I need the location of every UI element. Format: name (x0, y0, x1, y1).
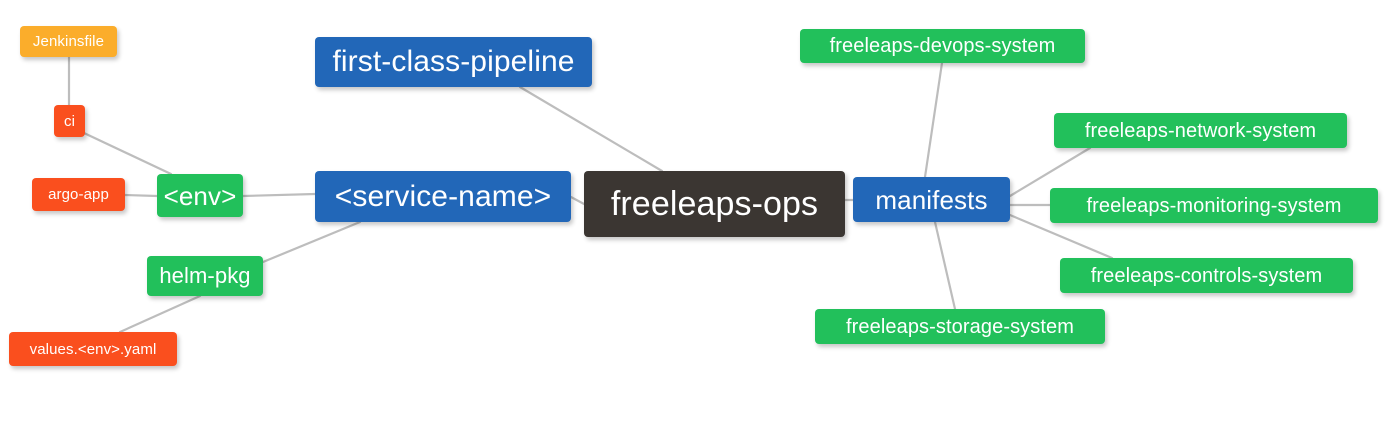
node-values-yaml[interactable]: values.<env>.yaml (9, 332, 177, 366)
node-root[interactable]: freeleaps-ops (584, 171, 845, 237)
node-manifests[interactable]: manifests (853, 177, 1010, 222)
node-service-name[interactable]: <service-name> (315, 171, 571, 222)
edge-root-service-name (569, 195, 586, 206)
node-helm-pkg[interactable]: helm-pkg (147, 256, 263, 296)
node-service-name-label: <service-name> (334, 179, 552, 213)
node-monitoring-system-label: freeleaps-monitoring-system (1086, 194, 1342, 217)
node-env-label: <env> (163, 180, 237, 211)
edge-service-name-env (241, 192, 317, 198)
node-devops-system-label: freeleaps-devops-system (829, 35, 1056, 57)
edge-root-first-class-pipeline (518, 85, 664, 173)
node-argo-app-label: argo-app (48, 186, 109, 203)
edge-env-argo-app (123, 193, 159, 198)
node-env[interactable]: <env> (157, 174, 243, 217)
node-jenkinsfile-label: Jenkinsfile (32, 33, 105, 50)
edge-service-name-helm-pkg (261, 220, 362, 264)
node-ci[interactable]: ci (54, 105, 85, 137)
node-manifests-label: manifests (875, 184, 988, 215)
edge-manifests-devops-system (923, 61, 944, 179)
node-ci-label: ci (63, 112, 76, 130)
node-devops-system[interactable]: freeleaps-devops-system (800, 29, 1085, 63)
node-root-label: freeleaps-ops (610, 185, 819, 223)
node-network-system[interactable]: freeleaps-network-system (1054, 113, 1347, 148)
node-argo-app[interactable]: argo-app (32, 178, 125, 211)
edge-env-ci (82, 131, 173, 176)
node-monitoring-system[interactable]: freeleaps-monitoring-system (1050, 188, 1378, 223)
node-first-class-pipeline-label: first-class-pipeline (332, 45, 575, 78)
node-network-system-label: freeleaps-network-system (1084, 119, 1317, 142)
node-first-class-pipeline[interactable]: first-class-pipeline (315, 37, 592, 87)
node-storage-system[interactable]: freeleaps-storage-system (815, 309, 1105, 344)
edge-manifests-storage-system (933, 220, 957, 311)
node-helm-pkg-label: helm-pkg (159, 263, 251, 288)
node-controls-system-label: freeleaps-controls-system (1090, 264, 1323, 287)
node-controls-system[interactable]: freeleaps-controls-system (1060, 258, 1353, 293)
node-storage-system-label: freeleaps-storage-system (845, 315, 1075, 338)
node-jenkinsfile[interactable]: Jenkinsfile (20, 26, 117, 57)
node-values-yaml-label: values.<env>.yaml (29, 340, 157, 358)
edge-helm-pkg-values-yaml (118, 294, 202, 334)
